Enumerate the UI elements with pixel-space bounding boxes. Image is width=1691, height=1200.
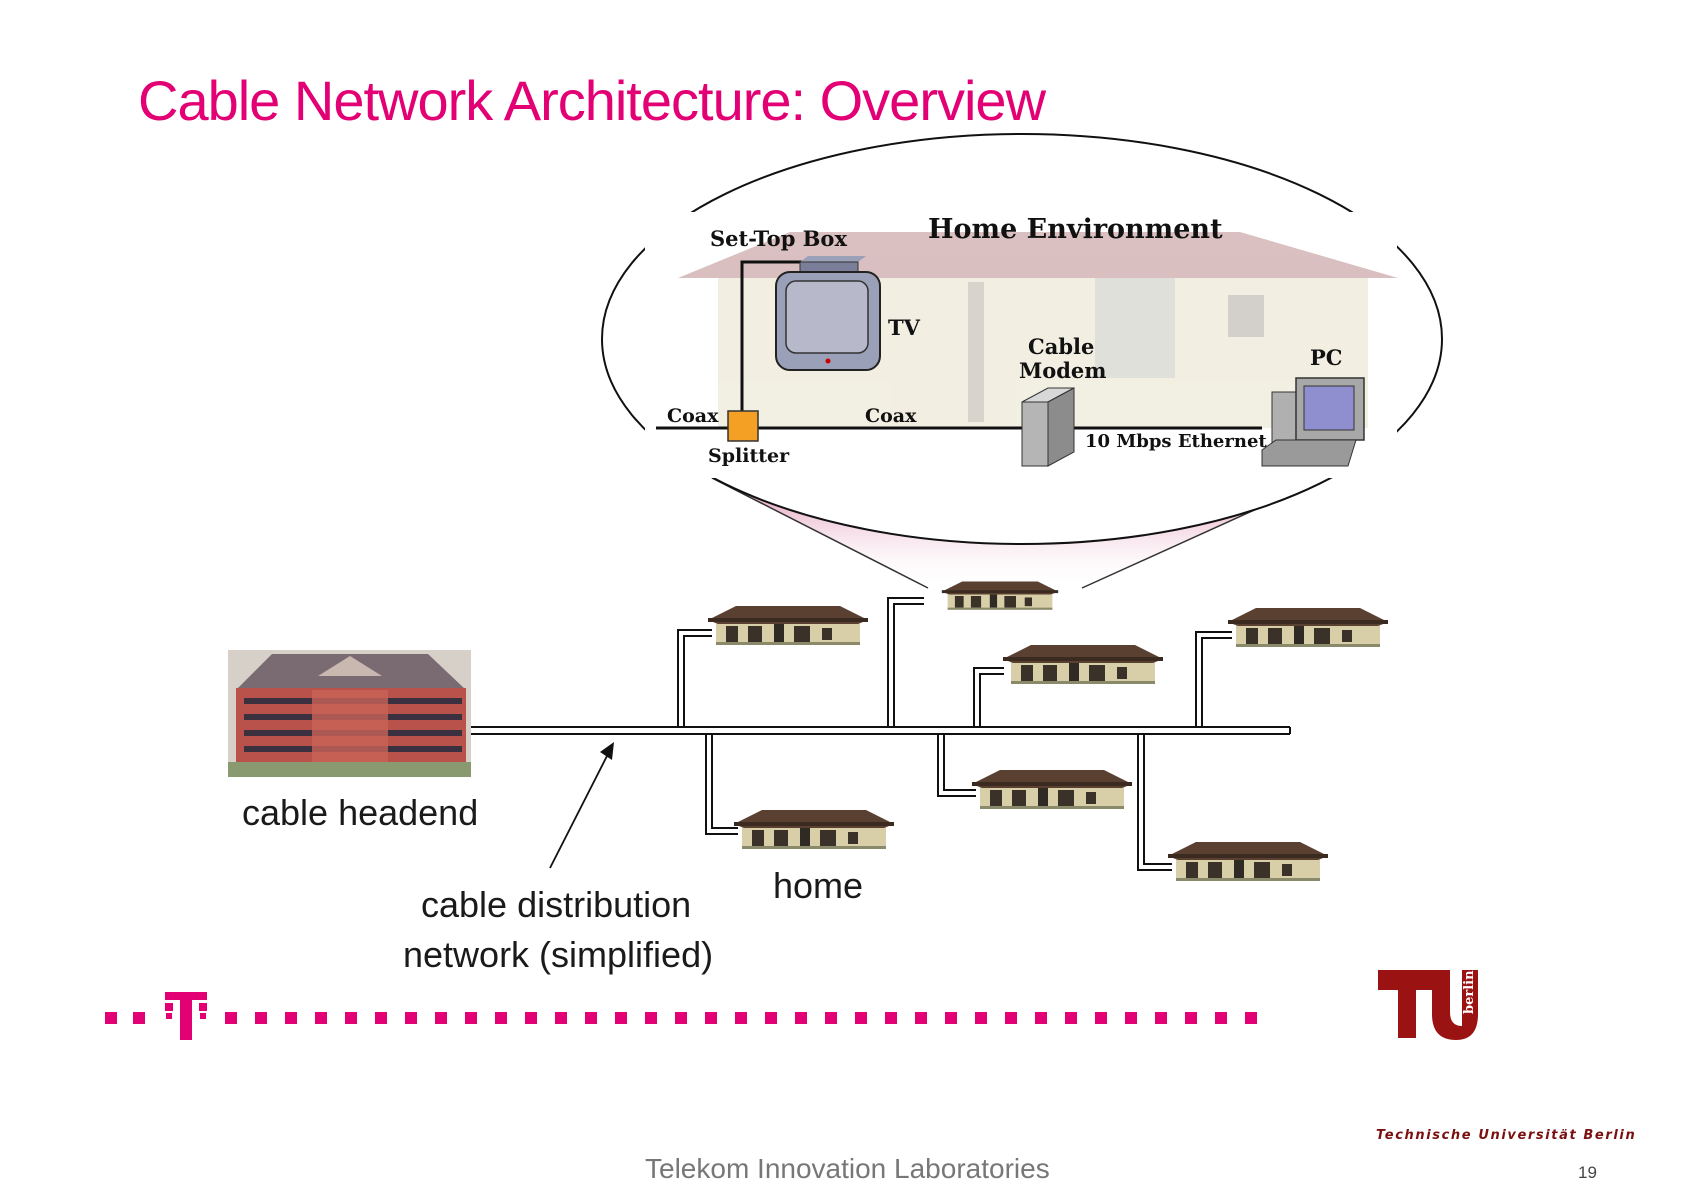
telekom-dot [1245, 1012, 1257, 1024]
telekom-dot [795, 1012, 807, 1024]
home-5 [734, 810, 894, 849]
tv [775, 271, 881, 371]
home-2 [941, 581, 1059, 610]
cable-modem-label-line2: Modem [1019, 358, 1107, 383]
cable-headend-building [228, 650, 471, 777]
telekom-dot [1095, 1012, 1107, 1024]
telekom-dot [1035, 1012, 1047, 1024]
telekom-dotted-line [105, 1012, 1257, 1024]
telekom-dot [465, 1012, 477, 1024]
cable-headend-label: cable headend [242, 792, 479, 833]
telekom-dot [735, 1012, 747, 1024]
telekom-dot [615, 1012, 627, 1024]
telekom-dot [345, 1012, 357, 1024]
telekom-dot [645, 1012, 657, 1024]
telekom-dot [435, 1012, 447, 1024]
telekom-dot [285, 1012, 297, 1024]
telekom-dot [975, 1012, 987, 1024]
trunk-cable [471, 726, 1291, 735]
distribution-label-line1: cable distribution [421, 884, 692, 925]
home-3 [1003, 645, 1163, 684]
telekom-dot [255, 1012, 267, 1024]
telekom-dot [525, 1012, 537, 1024]
telekom-dot [1065, 1012, 1077, 1024]
home-label: home [773, 865, 864, 906]
distribution-label-line2: network (simplified) [403, 934, 714, 975]
home-4 [1228, 608, 1388, 647]
set-top-box-label: Set-Top Box [710, 226, 847, 251]
telekom-dot [1125, 1012, 1137, 1024]
coax-left-label: Coax [667, 405, 719, 427]
telekom-dot [225, 1012, 237, 1024]
home-6 [972, 770, 1132, 809]
footer-text: Telekom Innovation Laboratories [645, 1153, 1050, 1184]
telekom-dot [825, 1012, 837, 1024]
telekom-dot [495, 1012, 507, 1024]
telekom-dot [315, 1012, 327, 1024]
cable-modem-label-line1: Cable [1028, 334, 1094, 359]
branch-drops [677, 597, 1232, 871]
pc-label: PC [1310, 345, 1343, 370]
telekom-t-logo-icon [165, 992, 207, 1040]
telekom-dot [1155, 1012, 1167, 1024]
telekom-dot [585, 1012, 597, 1024]
splitter [727, 410, 759, 442]
telekom-dot [1005, 1012, 1017, 1024]
telekom-dot [855, 1012, 867, 1024]
svg-text:berlin: berlin [1462, 970, 1477, 1014]
tu-berlin-subtitle: Technische Universität Berlin [1376, 1128, 1637, 1143]
home-environment-heading: Home Environment [928, 214, 1223, 245]
tu-berlin-logo-icon: berlin [1378, 970, 1478, 1040]
distribution-arrow [549, 753, 609, 869]
slide-title: Cable Network Architecture: Overview [138, 69, 1046, 132]
splitter-label: Splitter [708, 445, 790, 467]
coax-right-label: Coax [865, 405, 917, 427]
telekom-dot [405, 1012, 417, 1024]
telekom-dot [675, 1012, 687, 1024]
pc [1261, 377, 1365, 467]
telekom-dot [945, 1012, 957, 1024]
cable-modem [1021, 387, 1075, 467]
home-1 [708, 606, 868, 645]
telekom-dot [885, 1012, 897, 1024]
home-7 [1168, 842, 1328, 881]
telekom-dot [915, 1012, 927, 1024]
page-number: 19 [1578, 1163, 1597, 1182]
telekom-dot [1215, 1012, 1227, 1024]
telekom-dot [765, 1012, 777, 1024]
telekom-dot [705, 1012, 717, 1024]
ethernet-label: 10 Mbps Ethernet [1085, 431, 1267, 452]
telekom-dot [375, 1012, 387, 1024]
telekom-dot [555, 1012, 567, 1024]
tv-label: TV [888, 315, 921, 340]
telekom-dot [1185, 1012, 1197, 1024]
